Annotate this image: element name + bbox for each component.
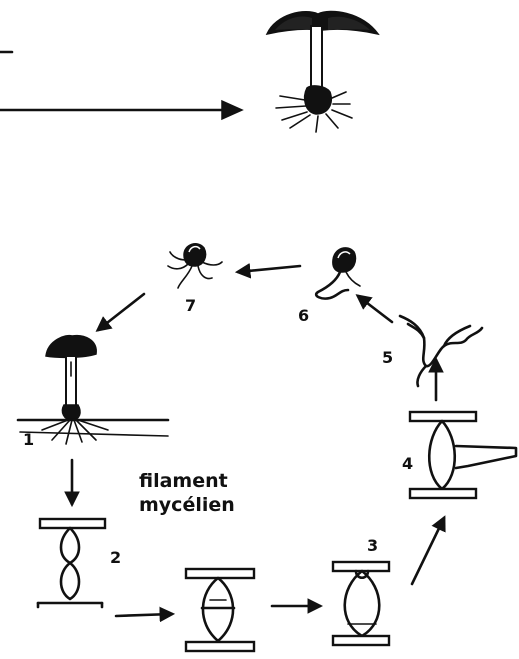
arrow-7-to-1 — [98, 294, 144, 330]
stage-label-5: 5 — [382, 350, 393, 366]
arrow-3-to-4 — [412, 518, 444, 584]
stage-label-7: 7 — [185, 298, 196, 314]
stage-label-3: 3 — [367, 538, 378, 554]
large-mushroom — [267, 11, 378, 132]
stage-label-2: 2 — [110, 550, 121, 566]
stage-5-branching — [400, 316, 482, 386]
arrow-5-to-6 — [358, 296, 392, 322]
stage-3-cell — [333, 562, 389, 645]
stage-4-cell — [410, 412, 516, 498]
caption-line-1: filament — [139, 470, 235, 494]
stage-label-6: 6 — [298, 308, 309, 324]
caption-filament-mycelien: filament mycélien — [139, 470, 235, 518]
stage-6-spore — [316, 248, 360, 299]
stage-2-cells — [38, 519, 105, 607]
stage-7-spore — [168, 244, 222, 288]
top-arrow — [0, 101, 242, 119]
arrow-6-to-7 — [238, 266, 300, 272]
arrow-2-to-middle — [116, 614, 172, 616]
stage-1-mushroom — [18, 336, 168, 444]
stage-label-4: 4 — [402, 456, 413, 472]
caption-line-2: mycélien — [139, 494, 235, 518]
stage-middle-cell — [186, 569, 254, 651]
stage-label-1: 1 — [23, 432, 34, 448]
